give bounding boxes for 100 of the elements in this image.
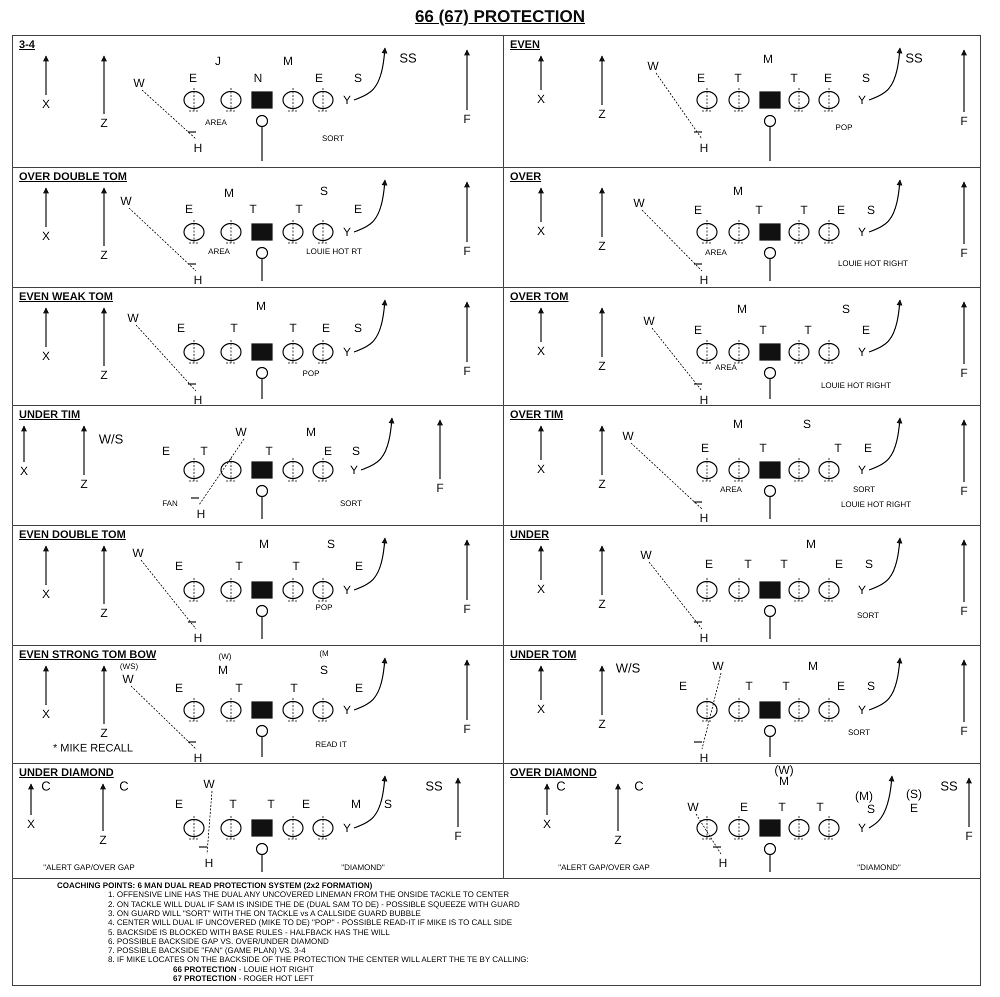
player-label: T [782,680,790,692]
player-label: S [352,445,360,457]
player-label: (WS) [120,663,138,671]
coaching-point-text: 1. OFFENSIVE LINE HAS THE DUAL ANY UNCOVERED LINEMAN FROM THE ONSIDE TACKLE TO CENTER [108,890,509,900]
player-label: S [320,664,328,676]
player-label: E [701,442,709,454]
player-label: (W) [774,764,794,776]
player-label: E [679,680,687,692]
player-label: M [806,538,816,550]
player-label: SS [940,780,958,792]
player-label: T [229,798,237,810]
player-label: W [687,801,699,813]
blocking-call-label: AREA [205,119,227,127]
coaching-point-text: 6. POSSIBLE BACKSIDE GAP VS. OVER/UNDER DIAMOND [108,936,329,946]
player-label: M [224,187,234,199]
player-label: T [200,445,208,457]
player-label: S [867,204,875,216]
player-label: Z [100,727,108,739]
player-label: J [215,55,221,67]
player-label: M [256,300,266,312]
player-label: E [824,72,832,84]
player-label: W [120,195,132,207]
player-label: X [42,708,50,720]
player-label: Y [858,704,866,716]
player-label: H [194,752,202,764]
player-label: E [189,72,197,84]
player-label: T [734,72,742,84]
player-label: H [700,394,708,406]
formation-title: EVEN WEAK TOM [19,291,113,303]
player-label: X [42,230,50,242]
player-label: W [622,430,634,442]
player-label: E [705,558,713,570]
player-label: Y [858,94,866,106]
player-label: X [537,463,545,475]
player-label: H [196,508,206,520]
player-label: T [804,324,812,336]
player-label: Y [858,464,866,476]
player-label: E [162,445,170,457]
player-label: F [960,485,968,497]
player-label: M [259,538,269,550]
player-label: S [862,72,870,84]
blocking-call-label: SORT [322,135,344,143]
player-label: Y [858,584,866,596]
player-label: T [759,324,767,336]
player-label: Z [100,117,108,129]
blocking-call-label: SORT [852,486,876,494]
player-label: M [733,185,743,197]
formation-panel [503,35,981,168]
formation-title: UNDER DIAMOND [19,767,114,779]
player-label: Y [858,346,866,358]
blocking-call-label: "ALERT GAP/OVER GAP [558,864,650,872]
player-label: F [463,365,471,377]
blocking-call-label: POP [316,604,332,612]
player-label: F [454,830,462,842]
player-label: T [295,203,303,215]
blocking-call-label: AREA [208,248,230,256]
player-label: W [235,426,247,438]
player-label: Z [598,598,606,610]
player-label: T [267,798,275,810]
blocking-call-label: LOUIE HOT RIGHT [820,382,892,390]
player-label: M [218,664,228,676]
player-label: E [837,680,845,692]
player-label: Z [598,240,606,252]
coaching-point-text: 7. POSSIBLE BACKSIDE "FAN" (GAME PLAN) VS. 3-4 [108,946,306,956]
player-label: Y [343,94,351,106]
player-label: X [537,93,545,105]
player-label: X [537,703,545,715]
player-label: E [315,72,323,84]
formation-title: UNDER TOM [510,649,576,661]
player-label: S [327,538,335,550]
player-label: H [204,857,214,869]
player-label: E [324,445,332,457]
formation-title: EVEN DOUBLE TOM [19,529,126,541]
player-label: E [740,801,748,813]
player-label: C [119,780,129,792]
player-label: H [194,274,202,286]
player-label: M [306,426,316,438]
player-label: Z [598,360,606,372]
player-label: F [960,605,968,617]
player-label: T [800,204,808,216]
player-label: Z [99,834,107,846]
player-label: N [254,72,262,84]
player-label: E [910,802,918,814]
player-label: S [354,322,362,334]
player-label: Z [100,607,108,619]
player-label: H [700,512,708,524]
blocking-call-label: LOUIE HOT RT [306,248,362,256]
player-label: S [803,418,811,430]
coaching-point-text: 4. CENTER WILL DUAL IF UNCOVERED (MIKE TO DE) "POP" - POSSIBLE READ-IT IF MIKE IS TO CALL SIDE [108,918,512,928]
player-label: F [463,113,471,125]
player-label: W [127,312,139,324]
player-label: E [835,558,843,570]
player-label: X [27,818,35,830]
player-label: S [354,72,362,84]
blocking-call-label: POP [302,370,320,378]
player-label: Y [343,704,351,716]
player-label: F [960,247,968,259]
coaching-point-text: 66 PROTECTION - LOUIE HOT RIGHT [173,964,314,974]
player-label: E [694,204,702,216]
blocking-call-label: READ IT [315,741,347,749]
